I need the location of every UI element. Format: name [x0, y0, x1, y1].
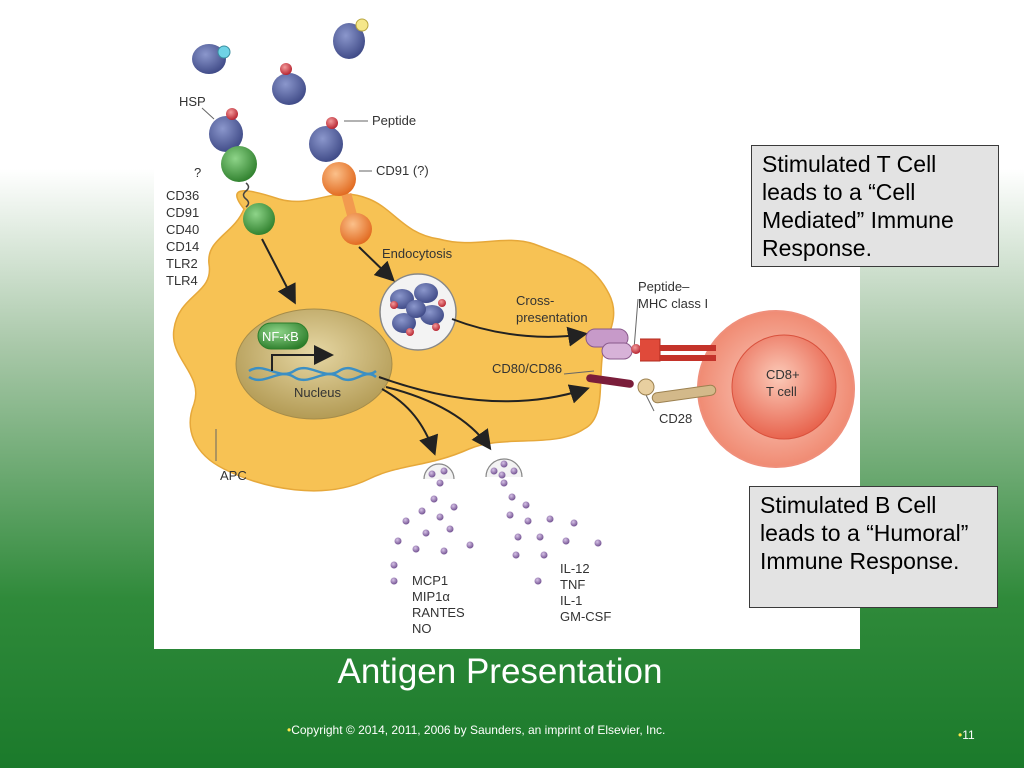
receptor-label-cd14: CD14 — [166, 239, 199, 254]
chemokine-particles — [390, 479, 474, 585]
bcell-response-callout: Stimulated B Cell leads to a “Humoral” I… — [749, 486, 998, 608]
figure-panel: NF-κB Nucleus — [154, 9, 860, 649]
hsp-orange-receptor — [309, 117, 372, 245]
cytokine-label-tnf: TNF — [560, 577, 585, 592]
cross-presentation-label-2: presentation — [516, 310, 588, 325]
nucleus — [235, 308, 393, 420]
slide-title: Antigen Presentation — [337, 652, 663, 691]
copyright-bullet: • — [287, 723, 292, 737]
chemokine-label-mcp1: MCP1 — [412, 573, 448, 588]
cd8-t-cell-core — [731, 334, 837, 440]
cytokine-label-il12: IL-12 — [560, 561, 590, 576]
secretory-vesicles — [423, 458, 523, 480]
cd91-label: CD91 (?) — [376, 163, 429, 178]
antigen-presentation-diagram: NF-κB Nucleus — [166, 18, 855, 636]
cd80-cd28-costimulation — [586, 374, 717, 404]
cross-presentation-label-1: Cross- — [516, 293, 554, 308]
receptor-label-cd36: CD36 — [166, 188, 199, 203]
tcell-label-1: CD8+ — [766, 367, 800, 382]
transcription-arrow — [271, 345, 334, 371]
slide-number-bullet: • — [958, 728, 963, 742]
mhc-label-2: MHC class I — [638, 296, 708, 311]
chemokine-label-rantes: RANTES — [412, 605, 465, 620]
slide-number-value: 11 — [962, 728, 975, 742]
endosome-contents — [390, 283, 446, 336]
tcell-response-callout: Stimulated T Cell leads to a “Cell Media… — [751, 145, 999, 267]
nfkb-label: NF-κB — [262, 329, 299, 344]
nfkb-complex — [257, 322, 309, 350]
hsp-green-receptor — [209, 108, 275, 235]
unknown-receptor-label: ? — [194, 165, 201, 180]
cd80-label: CD80/CD86 — [492, 361, 562, 376]
receptor-label-cd91: CD91 — [166, 205, 199, 220]
mhc-tcr-synapse — [585, 328, 716, 362]
receptor-label-tlr2: TLR2 — [166, 256, 198, 271]
cytokine-label-il1: IL-1 — [560, 593, 582, 608]
apc-label: APC — [220, 468, 247, 483]
mhc-label-1: Peptide– — [638, 279, 690, 294]
copyright-text: Copyright © 2014, 2011, 2006 by Saunders… — [291, 723, 666, 737]
receptor-label-tlr4: TLR4 — [166, 273, 198, 288]
cytokine-particles — [500, 479, 602, 585]
copyright-notice: •Copyright © 2014, 2011, 2006 by Saunder… — [287, 723, 665, 737]
chemokine-label-mip1a: MIP1α — [412, 589, 450, 604]
cd28-label: CD28 — [659, 411, 692, 426]
pathway-arrows — [261, 238, 590, 456]
peptide-label: Peptide — [372, 113, 416, 128]
receptor-label-cd40: CD40 — [166, 222, 199, 237]
tcell-label-2: T cell — [766, 384, 797, 399]
endocytosis-label: Endocytosis — [382, 246, 453, 261]
nucleus-label: Nucleus — [294, 385, 341, 400]
cytokine-label-gmcsf: GM-CSF — [560, 609, 611, 624]
hsp-label: HSP — [179, 94, 206, 109]
free-hsp-molecules — [192, 18, 369, 105]
chemokine-label-no: NO — [412, 621, 432, 636]
slide-number: •11 — [958, 728, 975, 742]
